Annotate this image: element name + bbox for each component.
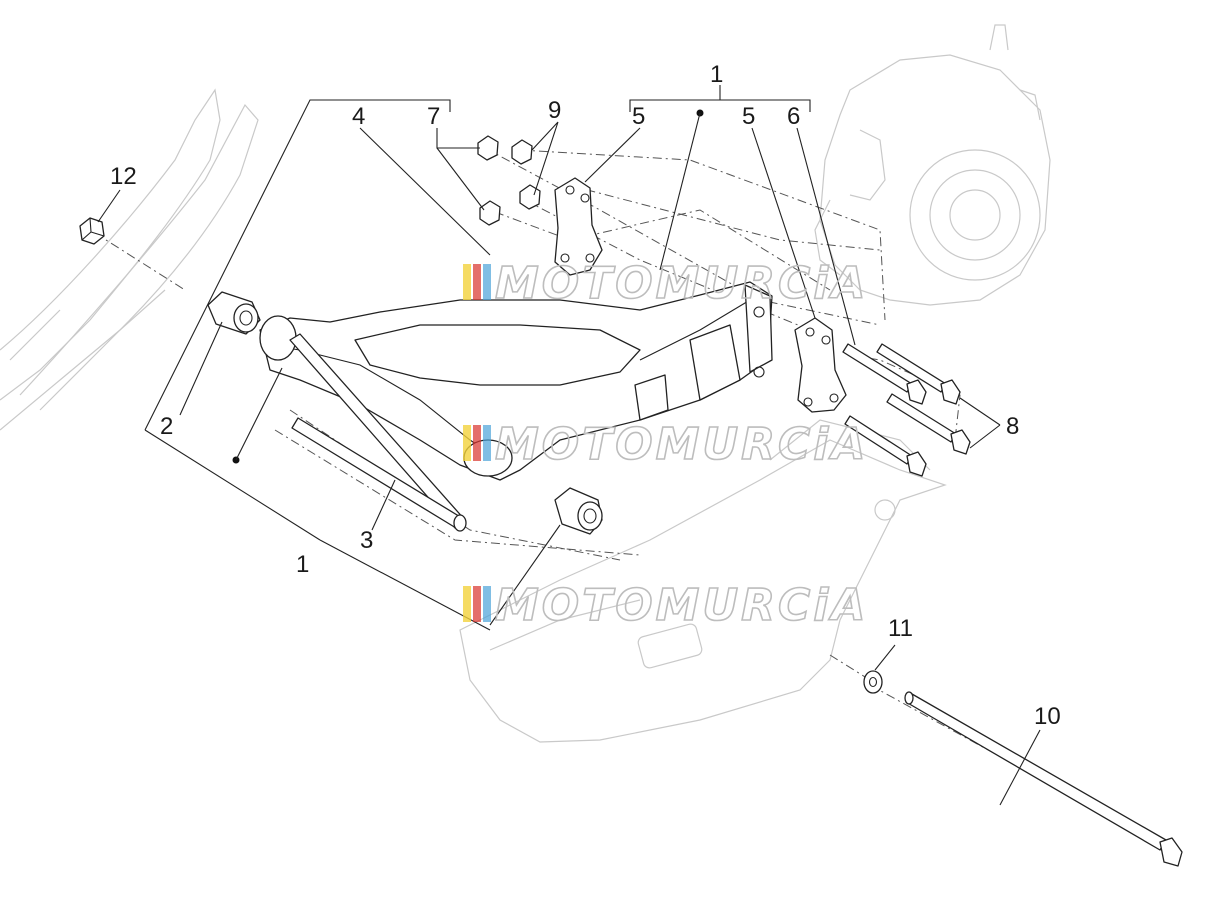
callout-10: 10 [1034,703,1061,730]
callout-1-top: 1 [710,61,723,88]
long-bolt-10 [904,691,1183,867]
bushing-2-upper [179,291,261,416]
plate-5-upper [554,127,641,276]
guide-lines [94,147,1171,851]
watermark-top: MOTOMURCiA [463,257,868,310]
callout-4: 4 [352,103,365,130]
ghost-frame-left [0,88,259,431]
callout-7: 7 [427,103,440,130]
callout-5-right: 5 [742,103,755,130]
callout-12: 12 [110,163,137,190]
bushing-2-lower [489,487,603,626]
callout-1-bottom: 1 [296,551,309,578]
ghost-engine [814,24,1051,306]
watermark-text-bottom: MOTOMURCiA [495,580,868,631]
bolts-6-8 [796,127,1001,477]
callout-8: 8 [1006,413,1019,440]
ghost-frame-lower [459,419,947,743]
watermark-text-middle: MOTOMURCiA [495,419,868,470]
callout-11: 11 [888,615,913,642]
callout-6: 6 [787,103,800,130]
watermark-middle: MOTOMURCiA [463,418,868,471]
shaft-3 [289,333,467,532]
callout-9: 9 [548,97,561,124]
swing-arm [259,281,773,481]
leader-1 [144,85,811,631]
watermark-text-top: MOTOMURCiA [495,258,868,309]
nut-12 [79,189,121,245]
nuts-7-9 [359,121,559,256]
callout-3: 3 [360,527,373,554]
watermark-bottom: MOTOMURCiA [463,579,868,632]
plate-5-lower [751,127,847,413]
callout-2: 2 [160,413,173,440]
washer-11 [863,644,896,694]
callout-labels: 1 4 7 9 5 5 6 12 2 8 3 1 11 10 [110,61,1061,730]
callout-5-left: 5 [632,103,645,130]
